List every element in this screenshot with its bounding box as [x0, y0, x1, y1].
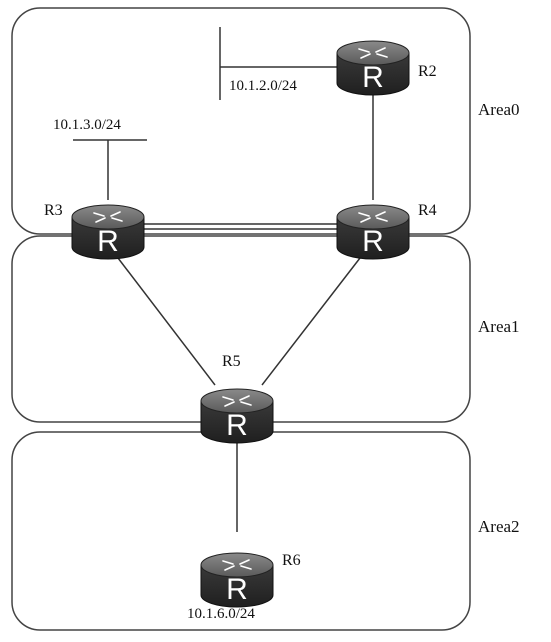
router-r2: R — [336, 40, 410, 96]
router-glyph-r4: R — [362, 225, 384, 258]
router-label-r2: R2 — [418, 63, 437, 80]
router-r6: R — [200, 552, 274, 608]
network-stub-10-1-2 — [219, 27, 340, 100]
router-icon — [200, 388, 274, 444]
router-r5: R — [200, 388, 274, 444]
area1-label: Area1 — [478, 317, 520, 336]
router-glyph-r2: R — [362, 61, 384, 94]
router-icon — [71, 204, 145, 260]
area0-box — [11, 7, 471, 235]
router-label-r6: R6 — [282, 552, 301, 569]
router-r3: R — [71, 204, 145, 260]
network-label-10-1-3: 10.1.3.0/24 — [53, 117, 121, 133]
router-label-r4: R4 — [418, 202, 437, 219]
network-stub-10-1-3 — [73, 139, 147, 200]
router-label-r5: R5 — [222, 353, 241, 370]
network-label-10-1-6: 10.1.6.0/24 — [187, 606, 255, 622]
router-icon — [336, 40, 410, 96]
routers-layer: R R R R R — [71, 40, 410, 608]
area0-label: Area0 — [478, 100, 520, 119]
router-glyph-r5: R — [226, 409, 248, 442]
router-label-r3: R3 — [44, 202, 63, 219]
router-glyph-r6: R — [226, 573, 248, 606]
network-label-10-1-2: 10.1.2.0/24 — [229, 78, 297, 94]
link-r4-r5 — [261, 257, 361, 386]
area2-label: Area2 — [478, 517, 520, 536]
router-icon — [200, 552, 274, 608]
link-r3-r5 — [117, 257, 216, 386]
router-icon — [336, 204, 410, 260]
router-r4: R — [336, 204, 410, 260]
router-glyph-r3: R — [97, 225, 119, 258]
